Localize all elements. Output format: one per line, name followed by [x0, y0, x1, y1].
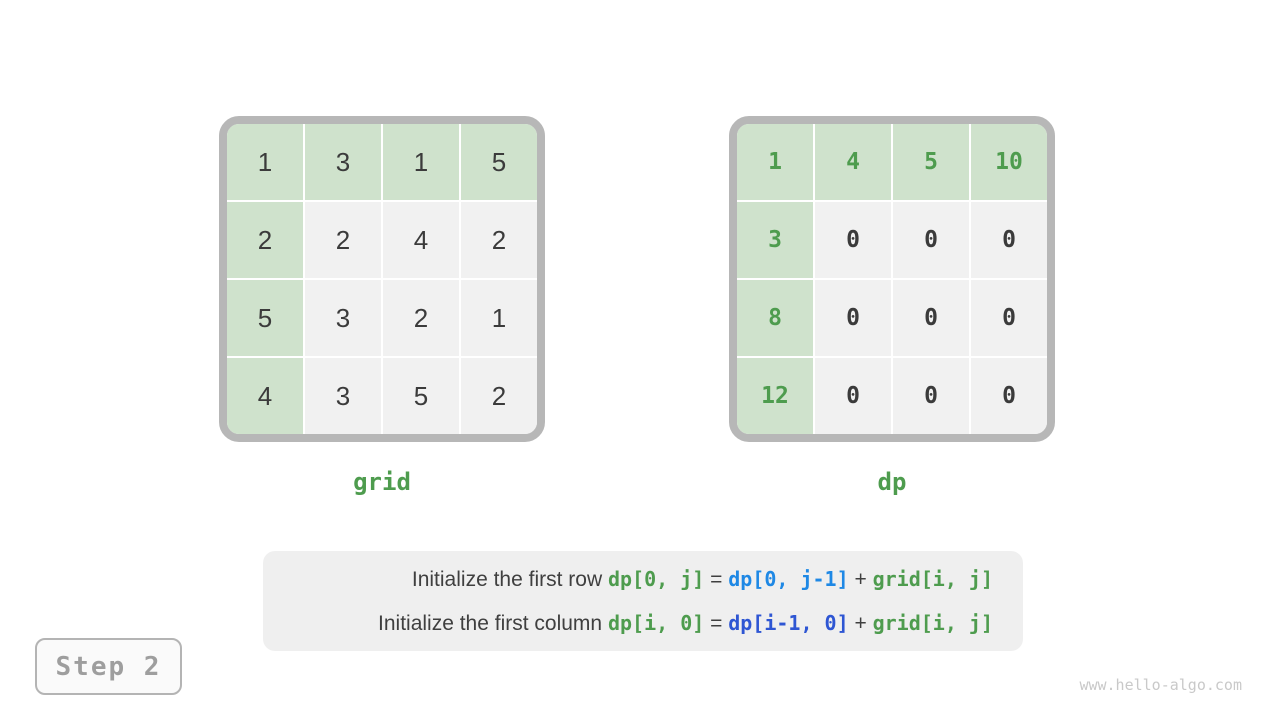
code-dp-first-col: dp[i, 0]	[607, 610, 705, 635]
dp-cell: 10	[971, 124, 1047, 200]
dp-cell: 0	[893, 280, 969, 356]
dp-cell: 0	[893, 202, 969, 278]
grid-matrix-cells: 1 3 1 5 2 2 4 2 5 3 2 1 4 3 5 2	[227, 124, 537, 434]
dp-cell: 0	[971, 202, 1047, 278]
grid-cell: 1	[383, 124, 459, 200]
step-badge: Step 2	[35, 638, 182, 695]
dp-cell: 0	[815, 202, 891, 278]
dp-cell: 12	[737, 358, 813, 434]
dp-cell: 4	[815, 124, 891, 200]
grid-cell: 5	[383, 358, 459, 434]
grid-matrix: 1 3 1 5 2 2 4 2 5 3 2 1 4 3 5 2	[219, 116, 545, 442]
caption-box: Initialize the first row dp[0, j] = dp[0…	[263, 551, 1023, 651]
dp-cell: 1	[737, 124, 813, 200]
dp-table-label: dp	[877, 468, 907, 496]
caption-equals: =	[704, 611, 729, 635]
caption-plus: +	[848, 567, 873, 591]
grid-cell: 2	[461, 358, 537, 434]
grid-cell: 2	[461, 202, 537, 278]
caption-line-first-row: Initialize the first row dp[0, j] = dp[0…	[412, 566, 993, 593]
caption-plus: +	[848, 611, 873, 635]
code-grid-cell: grid[i, j]	[872, 566, 993, 591]
code-dp-prev-col: dp[0, j-1]	[728, 566, 849, 591]
dp-cell: 3	[737, 202, 813, 278]
grid-cell: 2	[383, 280, 459, 356]
grid-cell: 5	[461, 124, 537, 200]
grid-cell: 4	[383, 202, 459, 278]
grid-cell: 2	[227, 202, 303, 278]
code-dp-first-row: dp[0, j]	[607, 566, 705, 591]
grid-cell: 1	[461, 280, 537, 356]
dp-matrix: 1 4 5 10 3 0 0 0 8 0 0 0 12 0 0 0	[729, 116, 1055, 442]
caption-line-first-column: Initialize the first column dp[i, 0] = d…	[378, 610, 993, 637]
dp-cell: 0	[815, 358, 891, 434]
grid-cell: 3	[305, 358, 381, 434]
dp-matrix-cells: 1 4 5 10 3 0 0 0 8 0 0 0 12 0 0 0	[737, 124, 1047, 434]
code-dp-prev-row: dp[i-1, 0]	[728, 610, 849, 635]
grid-cell: 2	[305, 202, 381, 278]
grid-cell: 3	[305, 124, 381, 200]
dp-cell: 8	[737, 280, 813, 356]
grid-cell: 3	[305, 280, 381, 356]
grid-cell: 1	[227, 124, 303, 200]
grid-cell: 4	[227, 358, 303, 434]
caption-equals: =	[704, 567, 729, 591]
step-badge-label: Step 2	[55, 651, 162, 682]
caption-text: Initialize the first row	[411, 567, 608, 591]
dp-cell: 0	[815, 280, 891, 356]
grid-table-label: grid	[353, 468, 411, 496]
grid-cell: 5	[227, 280, 303, 356]
caption-text: Initialize the first column	[378, 611, 608, 635]
code-grid-cell: grid[i, j]	[872, 610, 993, 635]
dp-cell: 5	[893, 124, 969, 200]
watermark: www.hello-algo.com	[1079, 676, 1242, 694]
dp-cell: 0	[971, 358, 1047, 434]
dp-cell: 0	[893, 358, 969, 434]
dp-cell: 0	[971, 280, 1047, 356]
